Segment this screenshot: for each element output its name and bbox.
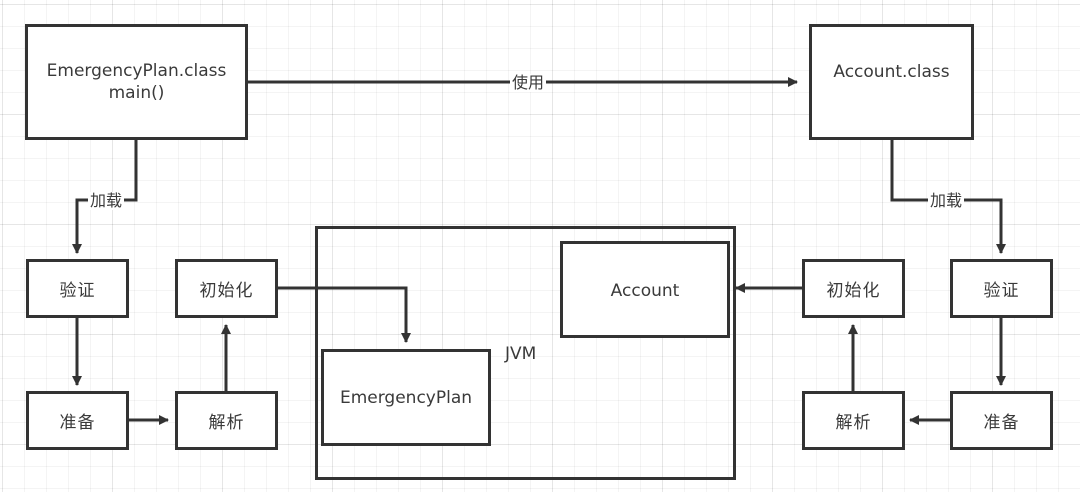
right-resolve-node[interactable]: 解析 <box>802 391 905 450</box>
left-init-node[interactable]: 初始化 <box>175 259 278 318</box>
right-init-label: 初始化 <box>826 281 881 301</box>
jvm-container[interactable] <box>315 226 736 480</box>
jvm-emergency-plan-label: EmergencyPlan <box>339 387 473 408</box>
right-resolve-label: 解析 <box>835 413 872 433</box>
left-resolve-label: 解析 <box>208 413 245 433</box>
left-prepare-node[interactable]: 准备 <box>26 391 129 450</box>
emergency-plan-class-line-2: main() <box>108 83 165 103</box>
edge-left-load-label: 加载 <box>88 191 125 210</box>
left-verify-node[interactable]: 验证 <box>26 259 129 318</box>
emergency-plan-class-node[interactable]: EmergencyPlan.class main() <box>25 24 248 140</box>
right-prepare-label: 准备 <box>983 413 1020 433</box>
right-init-node[interactable]: 初始化 <box>802 259 905 318</box>
jvm-account-label: Account <box>610 281 680 301</box>
account-class-label: Account.class <box>833 62 950 82</box>
left-verify-label: 验证 <box>59 281 96 301</box>
right-verify-node[interactable]: 验证 <box>950 259 1053 318</box>
emergency-plan-class-label: EmergencyPlan.class main() <box>47 60 227 104</box>
edge-uses-label: 使用 <box>510 73 547 92</box>
left-prepare-label: 准备 <box>59 413 96 433</box>
account-class-node[interactable]: Account.class <box>809 24 974 140</box>
edge-left-init-jvm <box>277 286 411 343</box>
right-verify-label: 验证 <box>983 281 1020 301</box>
edge-right-load-label: 加载 <box>928 191 965 210</box>
left-init-label: 初始化 <box>199 281 254 301</box>
jvm-label: JVM <box>505 344 537 364</box>
jvm-emergency-plan-node[interactable]: EmergencyPlan <box>321 349 491 446</box>
right-prepare-node[interactable]: 准备 <box>950 391 1053 450</box>
jvm-account-node[interactable]: Account <box>560 241 730 338</box>
left-resolve-node[interactable]: 解析 <box>175 391 278 450</box>
emergency-plan-class-line-1: EmergencyPlan.class <box>46 61 227 81</box>
